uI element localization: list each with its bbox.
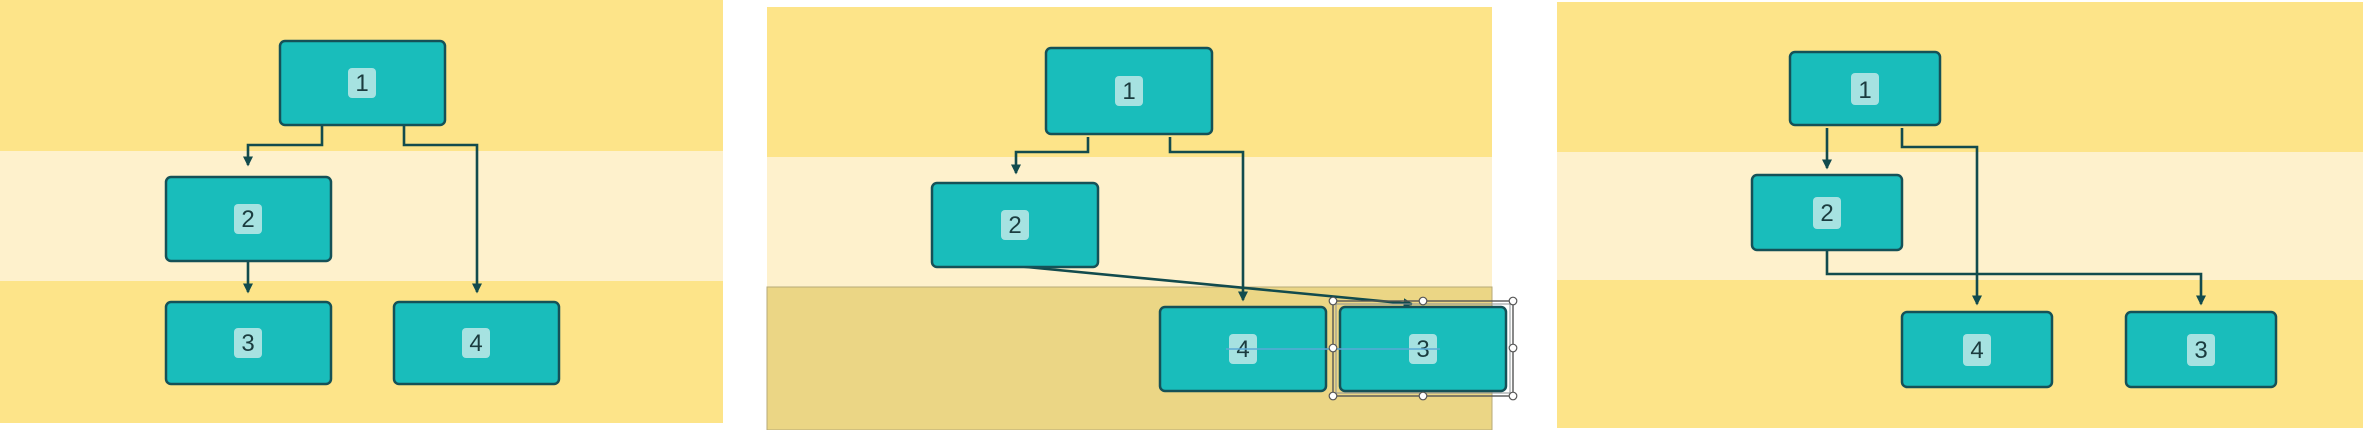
edge-1-to-4: [402, 125, 482, 294]
resize-handle-w[interactable]: [1328, 343, 1338, 353]
node-label: 2: [241, 206, 254, 233]
resize-handle-se[interactable]: [1508, 391, 1518, 401]
node-2[interactable]: 2: [164, 175, 333, 263]
resize-handle-n[interactable]: [1418, 296, 1428, 306]
resize-handles: [1328, 296, 1518, 401]
node-3[interactable]: 3: [164, 300, 333, 386]
swimlane-middle: [1557, 152, 2363, 280]
node-badge: [348, 68, 376, 98]
node-4[interactable]: 4: [1900, 310, 2054, 389]
resize-handle-ne[interactable]: [1508, 296, 1518, 306]
node-badge: [234, 204, 262, 234]
edge-2-to-3: [1015, 264, 1414, 309]
node-1[interactable]: 1: [1788, 50, 1942, 127]
node-badge: [1115, 76, 1143, 106]
node-label: 2: [1820, 200, 1833, 227]
node-badge: [1963, 334, 1991, 366]
edge-1-to-2: [243, 125, 324, 167]
edge-1-to-2: [1011, 137, 1090, 175]
node-badge: [234, 328, 262, 358]
edge-1-to-4: [1900, 128, 1982, 306]
node-label: 4: [1970, 337, 1983, 364]
node-label: 2: [1008, 212, 1021, 239]
resize-handle-nw[interactable]: [1328, 296, 1338, 306]
panel-before: 1 2 3 4: [0, 0, 723, 423]
node-label: 3: [2194, 337, 2207, 364]
swimlane-top: [1557, 2, 2363, 152]
resize-handle-sw[interactable]: [1328, 391, 1338, 401]
node-4[interactable]: 4: [392, 300, 561, 386]
node-1[interactable]: 1: [1044, 46, 1214, 136]
node-label: 3: [241, 330, 254, 357]
node-badge: [2187, 334, 2215, 366]
node-label: 1: [1858, 77, 1871, 104]
node-label: 1: [355, 70, 368, 97]
node-badge: [1813, 197, 1841, 229]
node-3[interactable]: 3: [2124, 310, 2278, 389]
swimlane-middle: [0, 151, 723, 281]
node-2[interactable]: 2: [1750, 173, 1904, 252]
node-label: 1: [1122, 78, 1135, 105]
node-2[interactable]: 2: [930, 181, 1100, 269]
edge-1-to-4: [1168, 137, 1248, 302]
resize-handle-s[interactable]: [1418, 391, 1428, 401]
swimlane-bottom: [0, 281, 723, 423]
node-1[interactable]: 1: [278, 39, 447, 127]
panel-dragging: 1 2 4 3: [766, 7, 1518, 430]
resize-handle-e[interactable]: [1508, 343, 1518, 353]
edge-2-to-3: [1825, 250, 2206, 306]
node-badge: [462, 328, 490, 358]
swimlane-middle: [767, 157, 1492, 287]
node-label: 4: [469, 330, 482, 357]
node-badge: [1001, 210, 1029, 240]
panel-after: 1 2 4 3: [1557, 2, 2363, 428]
node-badge: [1851, 73, 1879, 105]
